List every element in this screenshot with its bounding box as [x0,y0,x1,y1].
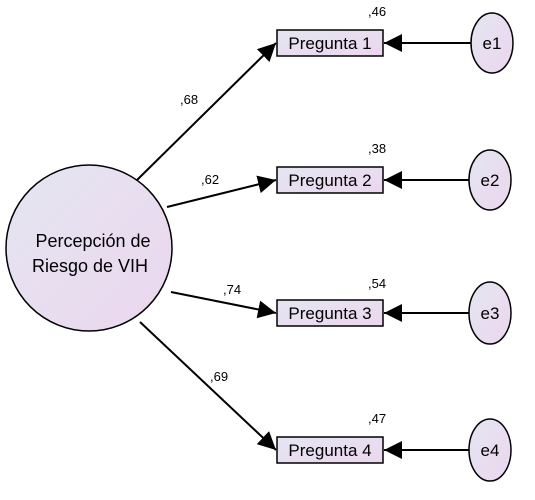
loading-arrow-3 [170,291,277,319]
loading-arrow-4 [139,321,277,451]
loading-value-4: ,69 [210,369,228,384]
r2-value-4: ,47 [368,411,386,426]
r2-value-2: ,38 [368,141,386,156]
indicator-box-1 [276,29,384,57]
indicator-box-4 [276,436,384,464]
error-ellipse-2 [468,149,512,211]
error-ellipse-1 [470,12,514,74]
error-ellipse-3 [468,281,512,345]
latent-label-line2: Riesgo de VIH [32,256,148,276]
loading-arrow-1 [136,42,277,181]
indicator-label-4: Pregunta 4 [288,441,371,460]
indicator-box-3 [276,299,384,327]
error-label-2: e2 [481,171,500,190]
latent-variable-circle [5,164,173,332]
error-label-4: e4 [481,441,500,460]
loading-value-1: ,68 [180,92,198,107]
error-ellipse-4 [468,418,512,482]
indicator-box-2 [276,166,384,194]
r2-value-1: ,46 [368,4,386,19]
loading-value-2: ,62 [201,172,219,187]
latent-label-line1: Percepción de [35,231,150,251]
indicator-label-3: Pregunta 3 [288,304,371,323]
indicator-label-2: Pregunta 2 [288,171,371,190]
error-label-1: e1 [483,34,502,53]
r2-value-3: ,54 [368,276,386,291]
loading-arrow-2 [166,175,277,208]
indicator-label-1: Pregunta 1 [288,34,371,53]
error-label-3: e3 [481,304,500,323]
loading-value-3: ,74 [223,282,241,297]
